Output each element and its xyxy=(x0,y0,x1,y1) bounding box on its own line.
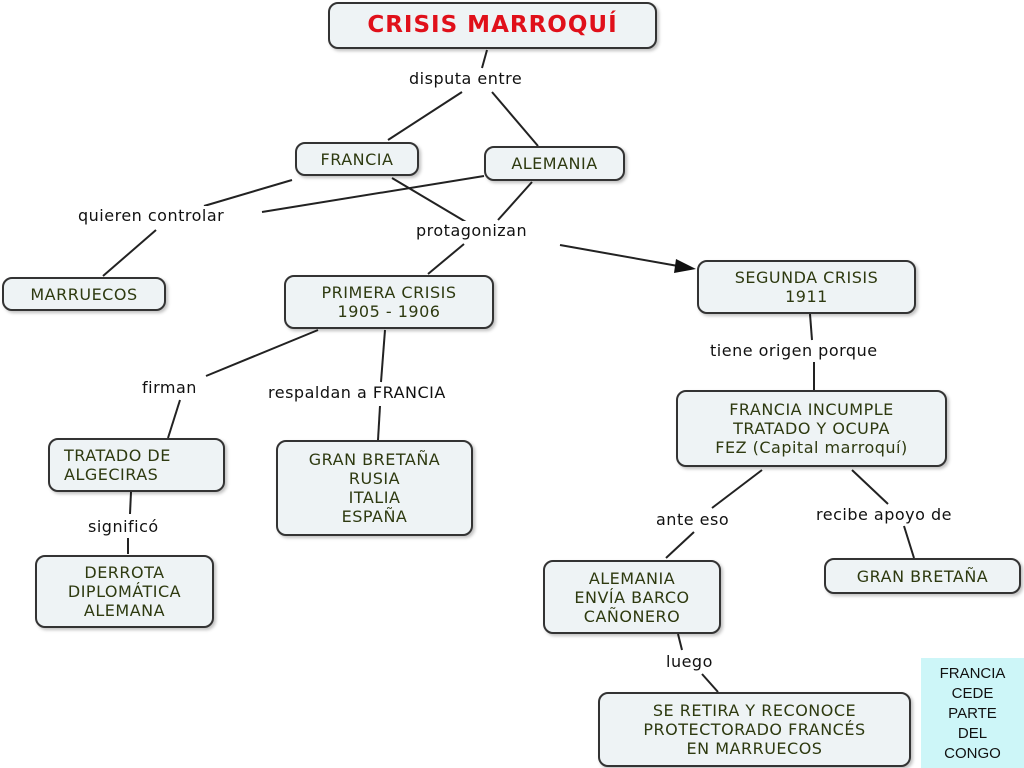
link-protagonizan: protagonizan xyxy=(416,221,528,241)
node-aliados: GRAN BRETAÑA RUSIA ITALIA ESPAÑA xyxy=(276,440,473,536)
node-segunda-crisis: SEGUNDA CRISIS 1911 xyxy=(697,260,916,314)
connector xyxy=(491,91,539,147)
connector xyxy=(497,181,533,221)
link-disputa-entre: disputa entre xyxy=(409,69,523,89)
connector xyxy=(809,313,813,341)
link-respaldan: respaldan a FRANCIA xyxy=(268,383,446,403)
connector xyxy=(427,243,465,275)
arrowhead xyxy=(674,259,696,273)
link-significo: significó xyxy=(88,517,159,537)
node-derrota-diplomatica: DERROTA DIPLOMÁTICA ALEMANA xyxy=(35,555,214,628)
connector xyxy=(380,329,386,383)
connector xyxy=(102,229,157,277)
connector xyxy=(677,633,683,651)
node-tratado-algeciras: TRATADO DE ALGECIRAS xyxy=(48,438,225,492)
connector xyxy=(167,399,181,439)
node-alemania: ALEMANIA xyxy=(484,146,625,181)
connector xyxy=(701,673,719,693)
node-se-retira: SE RETIRA Y RECONOCE PROTECTORADO FRANCÉ… xyxy=(598,692,911,767)
link-tiene-origen: tiene origen porque xyxy=(710,341,878,361)
node-gran-bretana: GRAN BRETAÑA xyxy=(824,558,1021,594)
node-francia-incumple: FRANCIA INCUMPLE TRATADO Y OCUPA FEZ (Ca… xyxy=(676,390,947,467)
connector xyxy=(665,531,695,559)
connector xyxy=(205,329,319,377)
connector xyxy=(481,49,488,69)
connector xyxy=(711,469,763,509)
node-alemania-barco: ALEMANIA ENVÍA BARCO CAÑONERO xyxy=(543,560,721,634)
map-title: CRISIS MARROQUÍ xyxy=(328,2,657,49)
link-ante-eso: ante eso xyxy=(656,510,730,530)
connector xyxy=(851,469,889,505)
link-recibe-apoyo: recibe apoyo de xyxy=(816,505,952,525)
node-marruecos: MARRUECOS xyxy=(2,277,166,311)
link-firman: firman xyxy=(142,378,197,398)
link-luego: luego xyxy=(666,652,713,672)
connector xyxy=(387,91,463,141)
connector xyxy=(261,175,485,213)
connector xyxy=(903,525,915,559)
connector xyxy=(129,491,132,515)
node-francia: FRANCIA xyxy=(295,142,419,176)
link-quieren-controlar: quieren controlar xyxy=(78,206,225,226)
connector xyxy=(559,244,679,267)
callout-francia-cede-congo: FRANCIA CEDE PARTE DEL CONGO xyxy=(921,658,1024,768)
node-primera-crisis: PRIMERA CRISIS 1905 - 1906 xyxy=(284,275,494,329)
connector xyxy=(391,177,467,223)
connector xyxy=(377,405,381,441)
connector xyxy=(203,179,293,207)
